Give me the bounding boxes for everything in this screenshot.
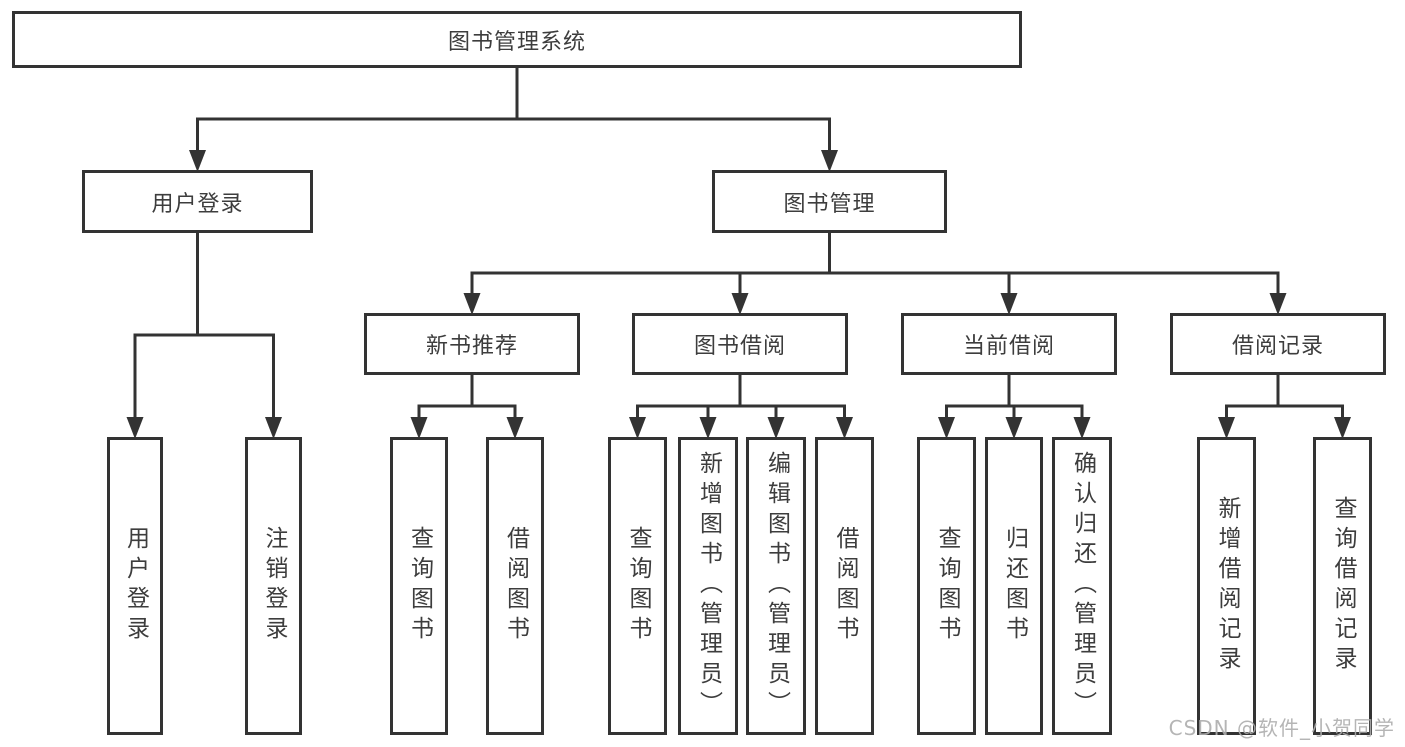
node-borrow-borrow: 借阅图书	[815, 437, 874, 735]
node-current-query: 查询图书	[917, 437, 976, 735]
arrowhead-icon	[1073, 417, 1091, 439]
node-newbook-borrow: 借阅图书	[486, 437, 544, 735]
arrowhead-icon	[1000, 293, 1018, 315]
arrowhead-icon	[629, 417, 646, 439]
node-label-current-query: 查询图书	[934, 526, 960, 646]
arrowhead-icon	[410, 417, 428, 439]
node-records-add: 新增借阅记录	[1197, 437, 1256, 735]
node-label-borrow-borrow: 借阅图书	[832, 526, 858, 646]
arrowhead-icon	[836, 417, 853, 439]
arrowhead-icon	[189, 150, 206, 172]
arrowhead-icon	[1005, 417, 1023, 439]
node-label-bookmgmt: 图书管理	[783, 191, 876, 217]
arrowhead-icon	[938, 417, 955, 439]
node-label-current: 当前借阅	[962, 334, 1055, 359]
node-records: 借阅记录	[1170, 313, 1386, 375]
arrowhead-icon	[1334, 417, 1351, 439]
arrowhead-icon	[731, 293, 749, 315]
node-label-root: 图书管理系统	[447, 29, 586, 55]
node-borrow-add: 新增图书（管理员）	[678, 437, 738, 735]
arrowhead-icon	[265, 417, 282, 439]
node-label-borrow-query: 查询图书	[625, 526, 651, 646]
arrowhead-icon	[126, 417, 144, 439]
node-newbook-query: 查询图书	[390, 437, 448, 735]
node-label-current-return: 归还图书	[1001, 526, 1028, 646]
node-label-records-query: 查询借阅记录	[1330, 496, 1356, 676]
node-borrow-edit: 编辑图书（管理员）	[746, 437, 806, 735]
node-label-records-add: 新增借阅记录	[1214, 496, 1240, 676]
node-label-current-confirm: 确认归还（管理员）	[1069, 451, 1096, 721]
node-login-user: 用户登录	[107, 437, 163, 735]
node-borrow: 图书借阅	[632, 313, 848, 375]
node-label-borrow: 图书借阅	[693, 334, 786, 359]
arrowhead-icon	[1269, 293, 1287, 315]
node-label-newbook-query: 查询图书	[406, 526, 433, 646]
node-label-borrow-edit: 编辑图书（管理员）	[763, 451, 790, 721]
node-records-query: 查询借阅记录	[1313, 437, 1372, 735]
node-borrow-query: 查询图书	[608, 437, 667, 735]
node-newbook: 新书推荐	[364, 313, 580, 375]
node-root: 图书管理系统	[12, 11, 1022, 68]
node-label-newbook-borrow: 借阅图书	[502, 526, 529, 646]
node-current-confirm: 确认归还（管理员）	[1052, 437, 1112, 735]
arrowhead-icon	[699, 417, 717, 439]
node-label-borrow-add: 新增图书（管理员）	[695, 451, 722, 721]
node-login: 用户登录	[82, 170, 313, 233]
arrowhead-icon	[821, 150, 838, 172]
arrowhead-icon	[463, 293, 481, 315]
arrowhead-icon	[767, 417, 785, 439]
node-label-login-user: 用户登录	[122, 526, 149, 646]
node-label-records: 借阅记录	[1231, 334, 1324, 359]
node-login-logout: 注销登录	[245, 437, 302, 735]
node-label-login-logout: 注销登录	[261, 526, 287, 646]
node-current-return: 归还图书	[985, 437, 1043, 735]
node-label-login: 用户登录	[151, 191, 244, 217]
node-label-newbook: 新书推荐	[425, 334, 518, 359]
arrowhead-icon	[1218, 417, 1235, 439]
arrowhead-icon	[506, 417, 524, 439]
node-current: 当前借阅	[901, 313, 1117, 375]
node-bookmgmt: 图书管理	[712, 170, 947, 233]
